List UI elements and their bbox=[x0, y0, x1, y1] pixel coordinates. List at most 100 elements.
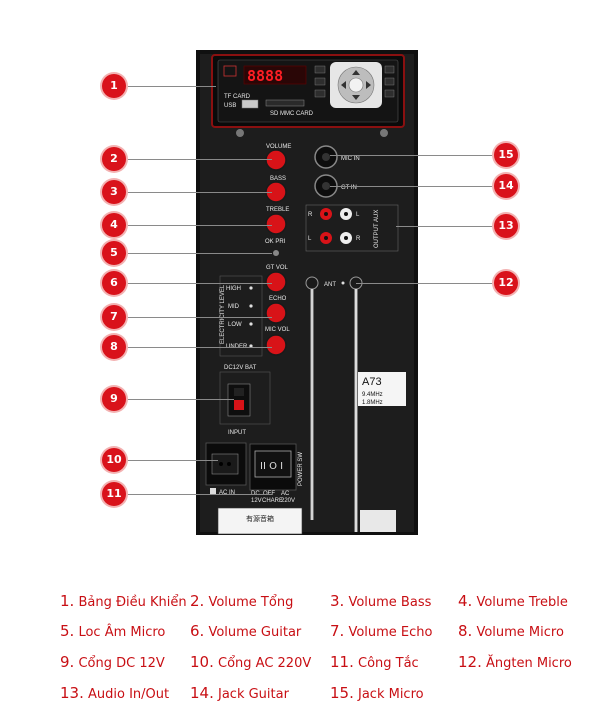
svg-text:POWER SW: POWER SW bbox=[298, 452, 304, 486]
legend-item-2: 2. Volume Tổng bbox=[190, 592, 294, 610]
jacks: MIC IN GT IN R L L R AUX OUTPUT bbox=[305, 145, 399, 252]
control-board: 8888 TF CARD USB SD MMC CARD bbox=[211, 54, 405, 137]
bottom-sticker: 有源音箱 bbox=[217, 507, 396, 535]
leader-line bbox=[124, 460, 218, 461]
legend-item-5: 5. Loc Âm Micro bbox=[60, 622, 166, 640]
legend-item-14: 14. Jack Guitar bbox=[190, 684, 289, 702]
svg-text:AC: AC bbox=[281, 491, 290, 497]
model-sticker: A73 9.4MHz 1.8MHz bbox=[358, 372, 406, 406]
callout-badge-8: 8 bbox=[102, 335, 126, 359]
legend-item-9: 9. Cổng DC 12V bbox=[60, 653, 165, 671]
legend-item-11: 11. Công Tắc bbox=[330, 653, 419, 671]
svg-text:BASS: BASS bbox=[270, 176, 286, 182]
leader-line bbox=[124, 253, 272, 254]
callout-badge-14: 14 bbox=[494, 174, 518, 198]
leader-line bbox=[124, 347, 272, 348]
svg-text:9.4MHz: 9.4MHz bbox=[362, 392, 383, 398]
volume-knob bbox=[265, 149, 287, 171]
callout-badge-15: 15 bbox=[494, 143, 518, 167]
leader-line bbox=[330, 155, 496, 156]
svg-text:INPUT: INPUT bbox=[228, 430, 246, 436]
mic-vol-knob bbox=[265, 334, 287, 356]
svg-text:VOLUME: VOLUME bbox=[266, 144, 291, 150]
callout-badge-13: 13 bbox=[494, 214, 518, 238]
callout-badge-1: 1 bbox=[102, 74, 126, 98]
svg-text:ECHO: ECHO bbox=[269, 296, 287, 302]
svg-text:II O I: II O I bbox=[260, 461, 283, 472]
svg-text:220V: 220V bbox=[281, 498, 295, 504]
legend-item-13: 13. Audio In/Out bbox=[60, 684, 170, 702]
legend-item-15: 15. Jack Micro bbox=[330, 684, 424, 702]
legend-item-4: 4. Volume Treble bbox=[458, 592, 568, 610]
leader-line bbox=[124, 283, 272, 284]
callout-badge-9: 9 bbox=[102, 387, 126, 411]
speaker-back-panel-photo: 8888 TF CARD USB SD MMC CARD VOLUME BASS… bbox=[196, 50, 418, 535]
legend-item-8: 8. Volume Micro bbox=[458, 622, 564, 640]
svg-text:12V: 12V bbox=[251, 498, 262, 504]
svg-text:SD MMC CARD: SD MMC CARD bbox=[270, 111, 314, 117]
svg-text:ANT: ANT bbox=[324, 282, 336, 288]
leader-line bbox=[124, 317, 272, 318]
power-switch bbox=[254, 450, 292, 478]
svg-text:OK PRI: OK PRI bbox=[265, 239, 286, 245]
led-digits: 8888 bbox=[247, 67, 283, 85]
svg-text:TF CARD: TF CARD bbox=[224, 94, 251, 100]
leader-line bbox=[124, 225, 272, 226]
svg-text:L: L bbox=[356, 212, 360, 218]
leader-line bbox=[356, 283, 496, 284]
svg-text:1.8MHz: 1.8MHz bbox=[362, 400, 383, 406]
svg-text:MIC IN: MIC IN bbox=[341, 156, 360, 162]
led-display bbox=[243, 65, 307, 85]
dc-input: DC12V BAT INPUT bbox=[219, 365, 271, 436]
svg-text:GT VOL: GT VOL bbox=[266, 265, 289, 271]
svg-text:CHARE: CHARE bbox=[262, 498, 283, 504]
svg-text:HIGH: HIGH bbox=[226, 286, 241, 292]
callout-badge-6: 6 bbox=[102, 271, 126, 295]
callout-badge-3: 3 bbox=[102, 180, 126, 204]
okpri-button bbox=[273, 250, 279, 256]
svg-text:GT IN: GT IN bbox=[341, 185, 357, 191]
svg-text:有源音箱: 有源音箱 bbox=[246, 514, 274, 523]
leader-line bbox=[124, 494, 272, 495]
svg-text:MID: MID bbox=[228, 304, 240, 310]
treble-knob bbox=[265, 213, 287, 235]
leader-line bbox=[124, 159, 272, 160]
callout-badge-5: 5 bbox=[102, 241, 126, 265]
dc-terminal-red bbox=[234, 400, 244, 410]
echo-knob bbox=[265, 302, 287, 324]
callout-badge-12: 12 bbox=[494, 271, 518, 295]
svg-text:DC12V BAT: DC12V BAT bbox=[224, 365, 257, 371]
svg-text:MIC VOL: MIC VOL bbox=[265, 327, 290, 333]
svg-text:AC IN: AC IN bbox=[219, 490, 235, 496]
leader-line bbox=[124, 399, 234, 400]
leader-line bbox=[330, 186, 496, 187]
usb-port bbox=[241, 99, 259, 109]
leader-line bbox=[396, 226, 496, 227]
legend-item-1: 1. Bảng Điều Khiển bbox=[60, 592, 187, 610]
svg-text:ELECTRICITY LEVEL: ELECTRICITY LEVEL bbox=[220, 284, 226, 344]
legend-item-6: 6. Volume Guitar bbox=[190, 622, 302, 640]
callout-badge-2: 2 bbox=[102, 147, 126, 171]
ac-and-power: AC IN II O I DC OFF AC 12V CHARE 220V PO… bbox=[205, 442, 304, 504]
svg-text:LOW: LOW bbox=[228, 322, 242, 328]
svg-text:R: R bbox=[308, 212, 313, 218]
svg-text:R: R bbox=[356, 236, 361, 242]
callout-badge-7: 7 bbox=[102, 305, 126, 329]
gt-vol-knob bbox=[265, 271, 287, 293]
ac-socket bbox=[211, 453, 239, 475]
svg-text:OUTPUT: OUTPUT bbox=[374, 223, 380, 248]
knobs: VOLUME BASS TREBLE OK PRI GT VOL ECHO MI… bbox=[265, 144, 291, 356]
svg-text:USB: USB bbox=[224, 103, 236, 109]
legend-item-3: 3. Volume Bass bbox=[330, 592, 432, 610]
svg-text:AUX: AUX bbox=[374, 210, 380, 222]
legend-item-10: 10. Cổng AC 220V bbox=[190, 653, 312, 671]
antennas: ANT bbox=[305, 276, 363, 532]
legend-item-7: 7. Volume Echo bbox=[330, 622, 433, 640]
callout-badge-11: 11 bbox=[102, 482, 126, 506]
legend-item-12: 12. Ăngten Micro bbox=[458, 653, 572, 671]
callout-badge-10: 10 bbox=[102, 448, 126, 472]
svg-text:TREBLE: TREBLE bbox=[266, 207, 289, 213]
sd-slot bbox=[265, 99, 305, 107]
svg-text:A73: A73 bbox=[362, 376, 382, 388]
svg-text:L: L bbox=[308, 236, 312, 242]
